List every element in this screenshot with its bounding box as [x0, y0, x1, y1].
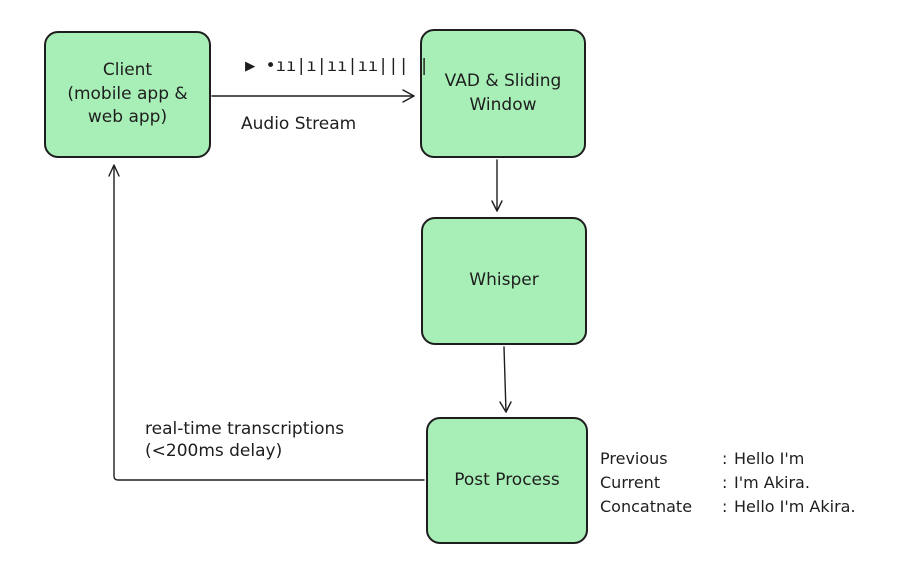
audio-waveform-icon: ▶ •ıı|ı|ıı|ıı||| | [245, 56, 430, 76]
example-key: Previous [600, 449, 668, 468]
transcriptions-label: real-time transcriptions (<200ms delay) [145, 419, 345, 462]
example-value: Hello I'm [734, 449, 805, 468]
edge-vad-to-whisper-arrowhead [491, 200, 503, 212]
example-row-current: Current : I'm Akira. [600, 471, 856, 495]
example-value: I'm Akira. [734, 473, 810, 492]
client-node-label: Client (mobile app & web app) [67, 59, 188, 128]
edge-post-to-client-arrowhead [108, 164, 120, 177]
example-key: Current [600, 473, 661, 492]
vad-node-label: VAD & Sliding Window [444, 70, 562, 115]
example-separator: : [722, 449, 728, 468]
audio-stream-label: Audio Stream [241, 114, 357, 134]
whisper-node: Whisper [421, 217, 587, 345]
edge-whisper-to-post [503, 346, 507, 413]
post-process-node-label: Post Process [454, 469, 560, 490]
example-key: Concatnate [600, 497, 693, 516]
example-value: Hello I'm Akira. [734, 497, 856, 516]
example-row-concatnate: Concatnate : Hello I'm Akira. [600, 495, 856, 519]
edge-client-to-vad-arrowhead [402, 89, 415, 103]
example-row-previous: Previous : Hello I'm [600, 447, 856, 471]
client-node: Client (mobile app & web app) [44, 31, 211, 158]
example-separator: : [722, 497, 728, 516]
concatenation-example: Previous : Hello I'm Current : I'm Akira… [600, 447, 856, 519]
example-separator: : [722, 473, 728, 492]
whisper-node-label: Whisper [469, 270, 539, 291]
edge-whisper-to-post-arrowhead [499, 401, 512, 413]
vad-sliding-window-node: VAD & Sliding Window [420, 29, 586, 158]
post-process-node: Post Process [426, 417, 588, 544]
